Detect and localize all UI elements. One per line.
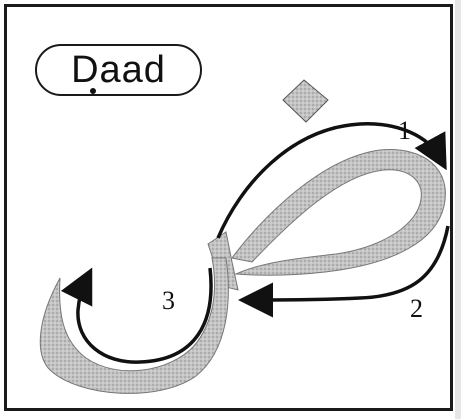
letter-dot-diamond (283, 80, 328, 122)
stroke-number-2: 2 (410, 296, 423, 322)
stroke-arrow-3 (78, 268, 211, 362)
letter-bowl-stroke (40, 258, 228, 393)
stroke-number-1: 1 (398, 118, 411, 144)
stroke-number-3: 3 (162, 288, 175, 314)
